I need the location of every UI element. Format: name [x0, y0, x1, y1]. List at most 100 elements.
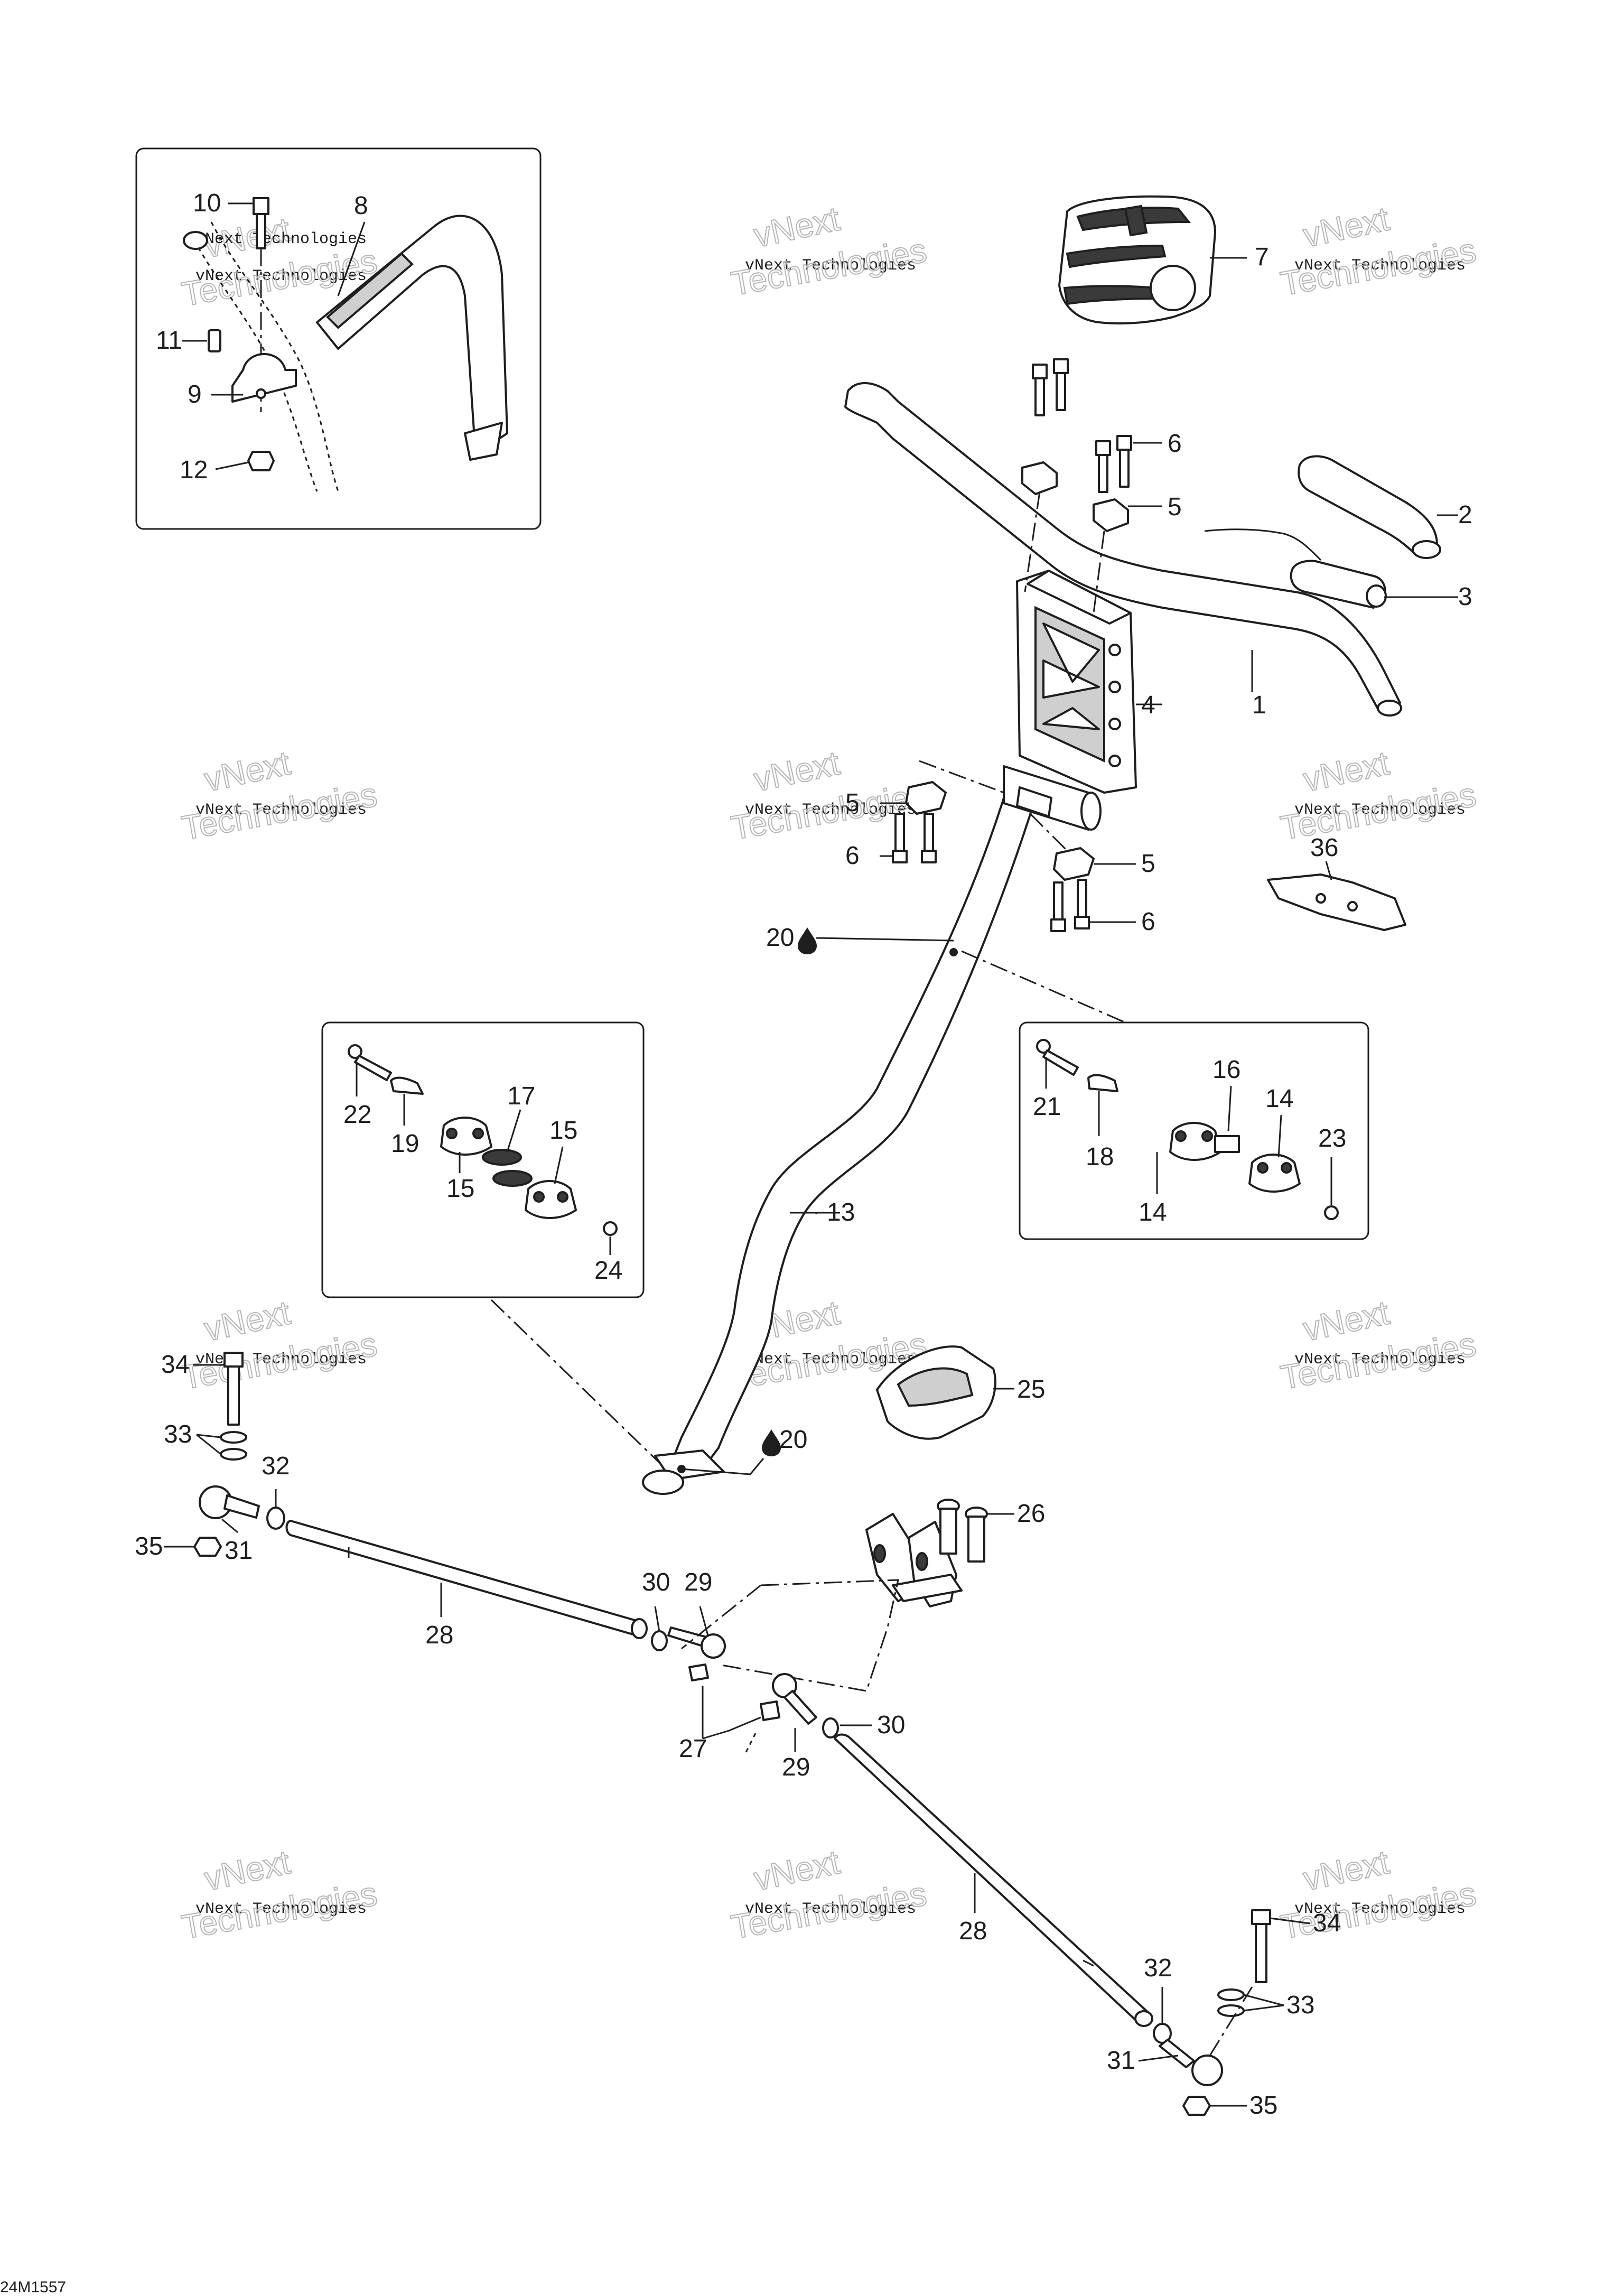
nut — [603, 1221, 618, 1236]
bolt-shank — [894, 813, 905, 852]
assembly-line — [681, 1579, 899, 1692]
callout-15-upper: 15 — [549, 1117, 577, 1145]
throttle-cable — [1204, 528, 1322, 561]
bracket-slot — [916, 1552, 928, 1571]
riser-block — [1016, 570, 1162, 794]
bolt-shank — [1098, 454, 1108, 493]
mounting-plate-hole — [1347, 901, 1358, 912]
handlebar-tube — [844, 382, 1401, 712]
tie-rod-end — [1134, 2010, 1153, 2027]
callout-28-upper: 28 — [425, 1621, 453, 1649]
callout-6-left: 6 — [845, 842, 860, 870]
clamp-cap — [1053, 847, 1095, 881]
callout-11: 11 — [156, 327, 182, 355]
bushing-bolt — [446, 1128, 458, 1139]
bolt — [892, 813, 908, 863]
nut — [247, 451, 275, 471]
leader-line — [816, 937, 954, 942]
bolt-shank — [1034, 377, 1045, 416]
tie-rod-end — [631, 1618, 648, 1639]
callout-31-upper: 31 — [225, 1537, 253, 1565]
callout-5-left: 5 — [845, 789, 860, 817]
leaders-inset-top — [182, 202, 366, 470]
washer — [220, 1448, 247, 1461]
bolt-shank — [924, 813, 934, 852]
spacer — [688, 1663, 709, 1681]
callout-16: 16 — [1212, 1056, 1240, 1084]
clamp-cap — [1021, 461, 1058, 495]
steering-column-top-tube-end — [1080, 792, 1102, 831]
leader-line — [702, 1716, 761, 1740]
rod-end-shank — [1159, 2039, 1195, 2068]
watermark: vNext vNext Technologies Technologies — [1277, 199, 1479, 303]
bolt — [1032, 364, 1048, 416]
leader-line — [654, 1606, 660, 1632]
bolt-shank — [1119, 449, 1130, 488]
callout-32-lower: 32 — [1144, 1954, 1172, 1982]
watermark-text: vNext — [1300, 1293, 1392, 1348]
assembly-line — [1209, 1986, 1253, 2056]
pin-shank — [1042, 1049, 1079, 1076]
mounting-plate — [1267, 861, 1406, 931]
callout-14-upper: 14 — [1265, 1085, 1293, 1113]
bolt — [1050, 881, 1066, 932]
bushing-half — [525, 1180, 577, 1219]
steering-bracket — [681, 1499, 1014, 1692]
grip-body — [1298, 455, 1438, 556]
watermark-text: vNext Technologies — [1294, 801, 1466, 819]
callout-14-lower: 14 — [1139, 1198, 1167, 1226]
watermark: vNext vNext Technologies Technologies — [179, 1842, 380, 1947]
sleeve — [1087, 1074, 1118, 1092]
callout-34-upper: 34 — [161, 1351, 189, 1379]
callout-32-upper: 32 — [262, 1452, 290, 1480]
bushing-bolt — [1201, 1130, 1213, 1142]
watermark-text: vNext Technologies — [745, 801, 916, 819]
right-tie-rod — [772, 1673, 1311, 2116]
bolt-shank — [939, 1508, 957, 1555]
right-bushing-kit — [1036, 1039, 1339, 1220]
leader-line — [554, 1146, 564, 1184]
leader-line — [215, 461, 249, 470]
callout-4: 4 — [1141, 691, 1155, 719]
callout-9: 9 — [188, 380, 202, 408]
inset-panel-bushing-left — [321, 1021, 645, 1298]
inset-panel-handlebar-clamp — [135, 147, 542, 530]
watermark-text: vNext Technologies — [195, 801, 367, 819]
callout-35-upper: 35 — [135, 1532, 163, 1560]
handlebar-pad — [316, 215, 508, 456]
bolt-head — [223, 1352, 244, 1368]
watermark: vNext vNext Technologies Technologies — [179, 743, 380, 848]
bushing-bolt — [1257, 1162, 1268, 1174]
riser-hole — [1108, 718, 1121, 730]
callout-6-right: 6 — [1141, 908, 1155, 936]
mounting-plate-hole — [1316, 893, 1326, 904]
pin-shank — [354, 1055, 392, 1081]
bushing-bolt — [533, 1191, 545, 1203]
callout-24: 24 — [594, 1257, 622, 1285]
bolt — [1095, 440, 1111, 493]
leader-line — [506, 1109, 521, 1152]
clamp — [231, 353, 297, 403]
watermark-text: vNext — [201, 1293, 293, 1348]
bolt-shank — [967, 1516, 985, 1563]
callout-34-lower: 34 — [1313, 1909, 1341, 1937]
callout-19: 19 — [391, 1130, 419, 1158]
watermark-text: vNext Technologies — [195, 267, 367, 285]
cover-band — [1066, 244, 1167, 268]
watermark-text: vNext Technologies — [745, 257, 916, 275]
leader-line — [699, 1606, 709, 1636]
drop-icon — [762, 1429, 781, 1456]
handlebar-outline-dotted — [210, 221, 339, 492]
callouts: 1 2 3 4 5 5 5 6 6 6 7 8 9 10 11 12 13 14… — [135, 189, 1472, 2120]
steering-column-bracket — [1016, 786, 1052, 817]
bolt-shank — [1053, 881, 1064, 921]
handlebar-end — [183, 231, 208, 250]
bolt-shank — [1255, 1923, 1267, 1983]
watermark-text: vNext — [201, 743, 293, 798]
inset-handlebar-pad-assembly — [183, 197, 508, 492]
riser-hole — [1108, 644, 1121, 656]
callout-7: 7 — [1255, 243, 1269, 271]
riser-hole — [1108, 681, 1121, 693]
callout-35-lower: 35 — [1249, 2092, 1277, 2120]
rod-end — [1191, 2055, 1223, 2086]
